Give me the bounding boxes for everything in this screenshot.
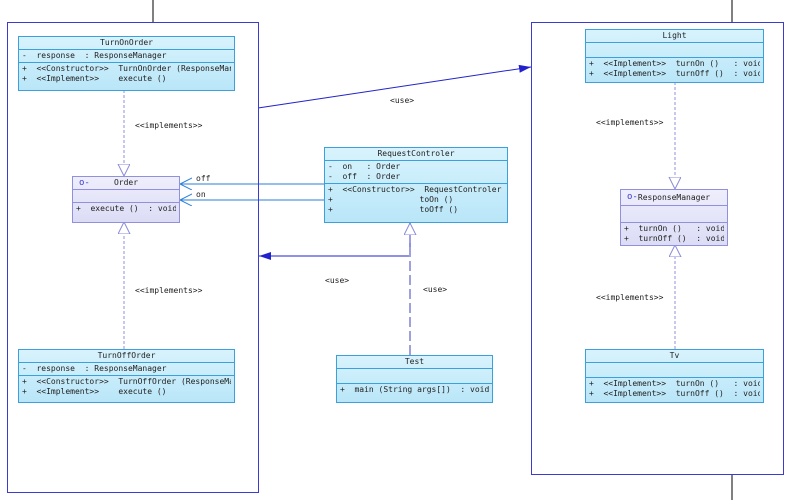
operation: + turnOn () : void (624, 224, 724, 233)
class-name: Tv (586, 350, 763, 363)
class-name: TurnOnOrder (19, 37, 234, 50)
class-request-controler[interactable]: RequestControler - on : Order- off : Ord… (324, 147, 508, 223)
operation: + main (String args[]) : void (340, 385, 489, 394)
class-name: Order (113, 178, 139, 187)
attribute: - on : Order (328, 162, 401, 171)
operation: + turnOff () : void (624, 234, 724, 243)
interface-order[interactable]: o- Order + execute () : void (72, 176, 180, 223)
attribute: - off : Order (328, 172, 401, 181)
role-on-label: on (196, 190, 206, 199)
operation: + toOff () (328, 205, 459, 214)
interface-icon: o- (79, 178, 90, 188)
operation: + <<Constructor>> TurnOffOrder (Response… (22, 377, 231, 386)
use-label: <use> (325, 276, 350, 285)
class-turn-off-order[interactable]: TurnOffOrder - response : ResponseManage… (18, 349, 235, 403)
attribute: - response : ResponseManager (22, 364, 167, 373)
class-tv[interactable]: Tv + <<Implement>> turnOn () : void+ <<I… (585, 349, 764, 403)
implements-label: <<implements>> (596, 293, 664, 302)
class-turn-on-order[interactable]: TurnOnOrder - response : ResponseManager… (18, 36, 235, 91)
operation: + execute () : void (76, 204, 176, 213)
class-name: Light (586, 30, 763, 43)
implements-label: <<implements>> (135, 121, 203, 130)
use-left-to-right-package (257, 64, 532, 109)
operation: + <<Constructor>> TurnOnOrder (ResponseM… (22, 64, 231, 73)
implements-label: <<implements>> (135, 286, 203, 295)
role-off-label: off (196, 174, 211, 183)
class-name: Test (337, 356, 492, 369)
class-test[interactable]: Test + main (String args[]) : void (336, 355, 493, 403)
class-light[interactable]: Light + <<Implement>> turnOn () : void+ … (585, 29, 764, 83)
class-name: RequestControler (325, 148, 507, 161)
interface-icon: o- (627, 192, 638, 202)
operation: + <<Implement>> turnOff () : void (589, 69, 760, 78)
operation: + toOn () (328, 195, 454, 204)
use-label: <use> (390, 96, 415, 105)
left-package (7, 22, 259, 493)
operation: + <<Implement>> execute () (22, 387, 167, 396)
operation: + <<Implement>> execute () (22, 74, 167, 83)
class-name: TurnOffOrder (19, 350, 234, 363)
operation: + <<Implement>> turnOn () : void (589, 379, 760, 388)
operation: + <<Constructor>> RequestControler ( (328, 185, 504, 194)
class-name: ResponseManager (637, 193, 711, 202)
right-package (531, 22, 784, 475)
attribute: - response : ResponseManager (22, 51, 167, 60)
interface-response-manager[interactable]: o-ResponseManager + turnOn () : void+ tu… (620, 189, 728, 246)
use-label: <use> (423, 285, 448, 294)
implements-label: <<implements>> (596, 118, 664, 127)
use-controler-to-left-package (259, 222, 411, 260)
operation: + <<Implement>> turnOn () : void (589, 59, 760, 68)
operation: + <<Implement>> turnOff () : void (589, 389, 760, 398)
